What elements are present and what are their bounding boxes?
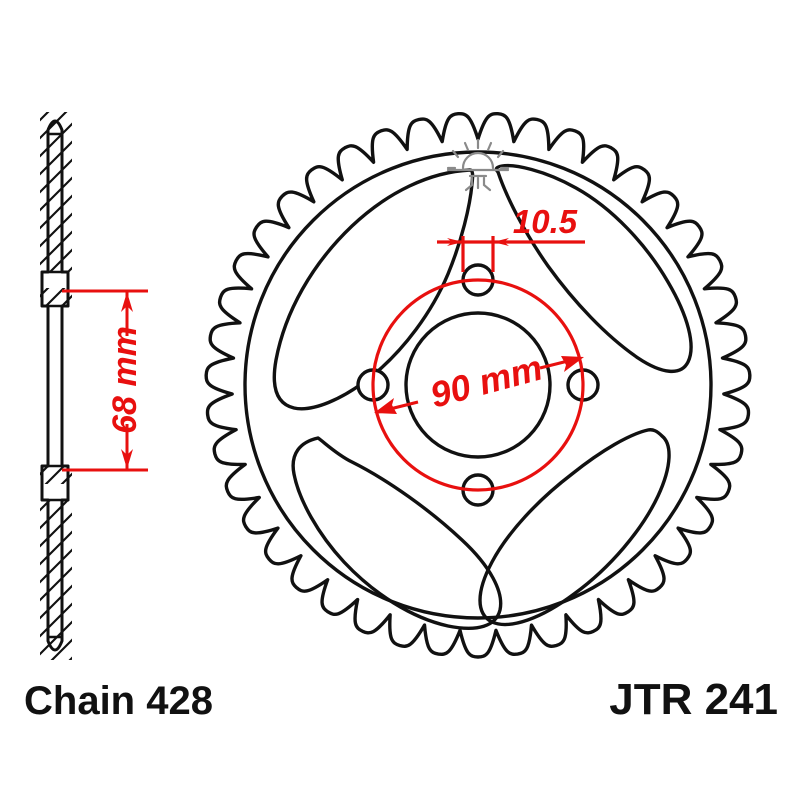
sprocket-spoke-windows: [272, 163, 693, 630]
side-view-hatch-upper: [40, 112, 72, 272]
side-view-outline: [40, 119, 70, 652]
dim-arrow-90-right: [561, 356, 584, 372]
dimension-bolt-hole-10-5: 10.5: [437, 203, 585, 272]
side-section-view: [40, 112, 72, 660]
dimension-thickness-68mm: 68 mm: [62, 289, 148, 472]
dim-arrow-up: [121, 292, 133, 312]
spoke-window-3: [291, 436, 503, 630]
spoke-window-2: [494, 163, 693, 373]
dim-arrow-10-5-right: [493, 238, 509, 246]
sunrise-icon: [446, 138, 510, 192]
spoke-window-4: [478, 428, 671, 627]
bolt-circle-pcd: [371, 278, 585, 492]
dimension-label-10-5: 10.5: [513, 203, 578, 240]
dim-arrow-down: [121, 449, 133, 469]
side-view-hatch-lower: [40, 500, 72, 660]
dim-arrow-10-5-left: [447, 238, 463, 246]
dimension-label-68mm: 68 mm: [106, 326, 144, 434]
spoke-window-1: [272, 168, 475, 411]
sprocket-center-bore: [404, 311, 552, 459]
side-view-hatch-upper-rim: [40, 288, 72, 306]
sprocket-tooth-profile: [204, 112, 752, 659]
part-number-label: JTR 241: [609, 675, 778, 724]
side-view-hatch-lower-rim: [40, 466, 72, 484]
dim-arrow-90-left: [374, 398, 397, 414]
dimension-label-90mm: 90 mm: [426, 347, 547, 416]
chain-size-label: Chain 428: [24, 679, 213, 723]
